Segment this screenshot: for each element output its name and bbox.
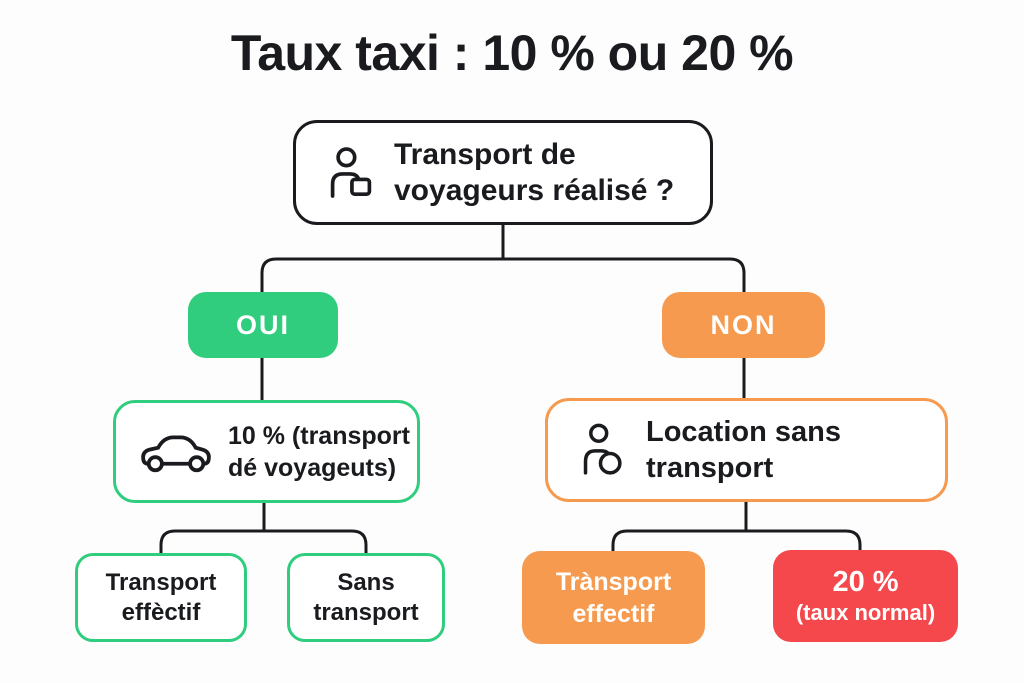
leaf-20-percent-normal-rate: 20 % (taux normal) — [773, 550, 958, 642]
car-icon — [141, 435, 211, 473]
leaf-sans-transport: Sans transport — [287, 553, 445, 642]
root-question-label: Transport de voyageurs réalisé ? — [394, 137, 675, 207]
page-title: Taux taxi : 10 % ou 20 % — [230, 25, 794, 81]
answer-oui-badge: OUI — [188, 292, 338, 358]
connector-root-bracket — [260, 257, 746, 293]
renter-icon — [583, 423, 622, 475]
root-question-node: Transport de voyageurs réalisé ? — [293, 120, 713, 225]
passenger-icon — [330, 146, 372, 198]
location-label: Location sans transport — [646, 416, 841, 484]
answer-non-badge: NON — [662, 292, 825, 358]
rate-20-value: 20 % — [832, 566, 899, 598]
rate-10-label: 10 % (transport dé voyageuts) — [228, 421, 410, 482]
connector-rate10-bracket — [159, 529, 368, 554]
leaf-transport-effectif-non: Trànsport effectif — [522, 551, 705, 644]
rate-20-note: (taux normal) — [795, 600, 936, 625]
leaf-transport-effectif-oui: Transport effèctif — [75, 553, 247, 642]
location-node: Location sans transport — [545, 398, 948, 502]
rate-10-node: 10 % (transport dé voyageuts) — [113, 400, 420, 503]
connector-location-bracket — [611, 529, 862, 552]
